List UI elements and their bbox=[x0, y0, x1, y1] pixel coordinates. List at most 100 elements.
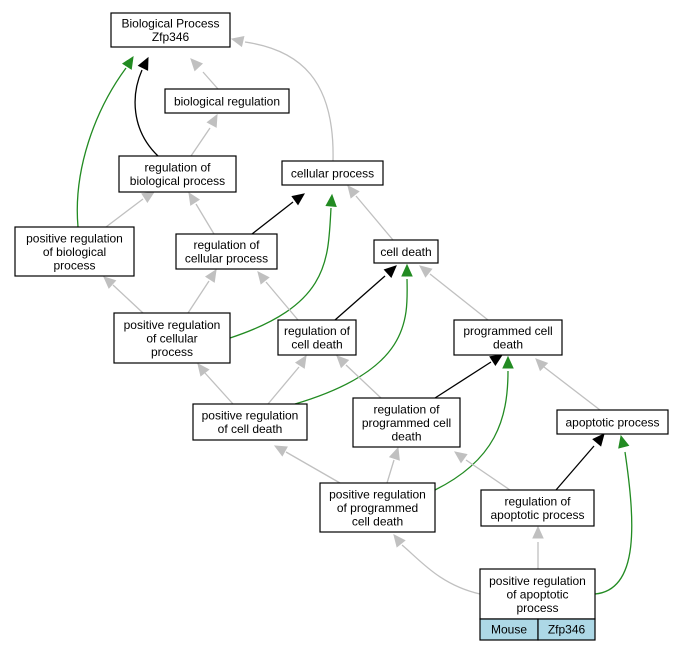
go-term-box bbox=[281, 160, 384, 186]
go-term-box bbox=[175, 233, 278, 270]
edge-line bbox=[429, 273, 489, 321]
edge-line bbox=[401, 544, 481, 595]
go-term-label: positive regulation bbox=[202, 409, 299, 423]
edge-line bbox=[195, 203, 215, 235]
go-term-box bbox=[192, 403, 308, 441]
go-term-label: apoptotic process bbox=[565, 415, 659, 429]
go-term-box bbox=[14, 226, 135, 277]
edge-regcp-regbp bbox=[188, 191, 215, 235]
arrowhead bbox=[489, 354, 504, 367]
edge-line bbox=[355, 195, 394, 241]
go-term-label: process bbox=[151, 345, 193, 359]
go-term-box bbox=[319, 482, 436, 533]
go-term-box bbox=[118, 155, 237, 193]
go-term-box bbox=[480, 489, 595, 527]
edge-regpcd-pcd bbox=[434, 354, 504, 399]
go-term-label: process bbox=[53, 258, 95, 272]
edge-posregpcd-regpcd bbox=[386, 446, 400, 484]
edge-line bbox=[434, 361, 492, 399]
gene-species-table: Mouse Zfp346 bbox=[479, 618, 596, 641]
arrowhead bbox=[454, 451, 468, 464]
edge-regbp-bp bbox=[134, 56, 159, 157]
go-term-label: positive regulation bbox=[124, 318, 221, 332]
arrowhead bbox=[197, 363, 210, 377]
arrowhead bbox=[336, 355, 350, 369]
go-term-box bbox=[479, 568, 596, 620]
edge-line bbox=[465, 459, 511, 491]
arrowhead bbox=[204, 268, 217, 283]
edge-posregpcd-posregcd bbox=[273, 445, 341, 484]
edge-posregcp-cellproc bbox=[229, 193, 337, 339]
edge-regapop-regpcd bbox=[454, 451, 511, 491]
arrowhead bbox=[383, 265, 397, 279]
edge-line bbox=[386, 459, 395, 484]
edge-posregpcd-pcd bbox=[434, 355, 514, 491]
edge-line bbox=[202, 71, 219, 90]
go-term-label: regulation of bbox=[284, 324, 351, 338]
go-term-label: programmed cell bbox=[463, 324, 552, 338]
go-term-label: biological regulation bbox=[174, 94, 280, 108]
edge-cellproc-bp bbox=[230, 35, 334, 162]
go-term-label: Biological Process bbox=[121, 17, 219, 31]
edge-posregapop-regapop bbox=[532, 525, 544, 569]
arrowhead bbox=[188, 191, 201, 206]
arrowhead bbox=[325, 193, 337, 207]
go-term-label: regulation of bbox=[144, 161, 211, 175]
arrowhead bbox=[121, 55, 134, 70]
species-label: Mouse bbox=[491, 623, 527, 637]
edge-line bbox=[345, 364, 382, 399]
edge-line bbox=[251, 201, 294, 235]
edge-posregapop-apop bbox=[594, 434, 633, 595]
edge-bioreg-bp bbox=[190, 58, 219, 90]
edge-line bbox=[555, 445, 595, 491]
edge-line bbox=[76, 67, 127, 228]
go-term-label: of programmed bbox=[337, 501, 418, 515]
go-term-box bbox=[164, 88, 290, 114]
go-term-label: process bbox=[516, 601, 558, 615]
arrowhead bbox=[141, 191, 156, 204]
edge-line bbox=[334, 275, 386, 321]
go-term-label: cell death bbox=[352, 514, 403, 528]
go-term-label: of apoptotic bbox=[506, 587, 568, 601]
edge-pcd-celldeath bbox=[419, 265, 489, 321]
edge-posregcp-posregbp bbox=[103, 276, 144, 314]
go-term-label: death bbox=[493, 338, 523, 352]
edge-line bbox=[267, 366, 300, 405]
edge-line bbox=[187, 280, 210, 314]
edge-posregbp-bp bbox=[76, 55, 134, 228]
edges bbox=[76, 35, 633, 595]
edge-posregapop-posregpcd bbox=[393, 534, 481, 595]
gene-label: Zfp346 bbox=[548, 623, 586, 637]
go-term-celldeath[interactable]: cell death bbox=[373, 239, 439, 264]
go-term-box bbox=[352, 397, 461, 448]
go-term-label: cellular process bbox=[291, 166, 374, 180]
go-term-cellproc[interactable]: cellular process bbox=[281, 160, 384, 186]
edge-line bbox=[204, 372, 234, 405]
go-term-box bbox=[556, 409, 669, 435]
go-term-bioreg[interactable]: biological regulation bbox=[164, 88, 290, 114]
arrowhead bbox=[206, 113, 218, 128]
go-term-box bbox=[113, 312, 231, 364]
go-term-label: biological process bbox=[130, 174, 225, 188]
go-term-apop[interactable]: apoptotic process bbox=[556, 409, 669, 435]
arrowhead bbox=[401, 263, 413, 277]
go-term-label: death bbox=[391, 429, 421, 443]
arrowhead bbox=[535, 358, 549, 372]
go-term-label: of cellular bbox=[146, 331, 197, 345]
edge-line bbox=[105, 198, 144, 228]
arrowhead bbox=[230, 35, 245, 48]
arrowhead bbox=[393, 534, 406, 548]
